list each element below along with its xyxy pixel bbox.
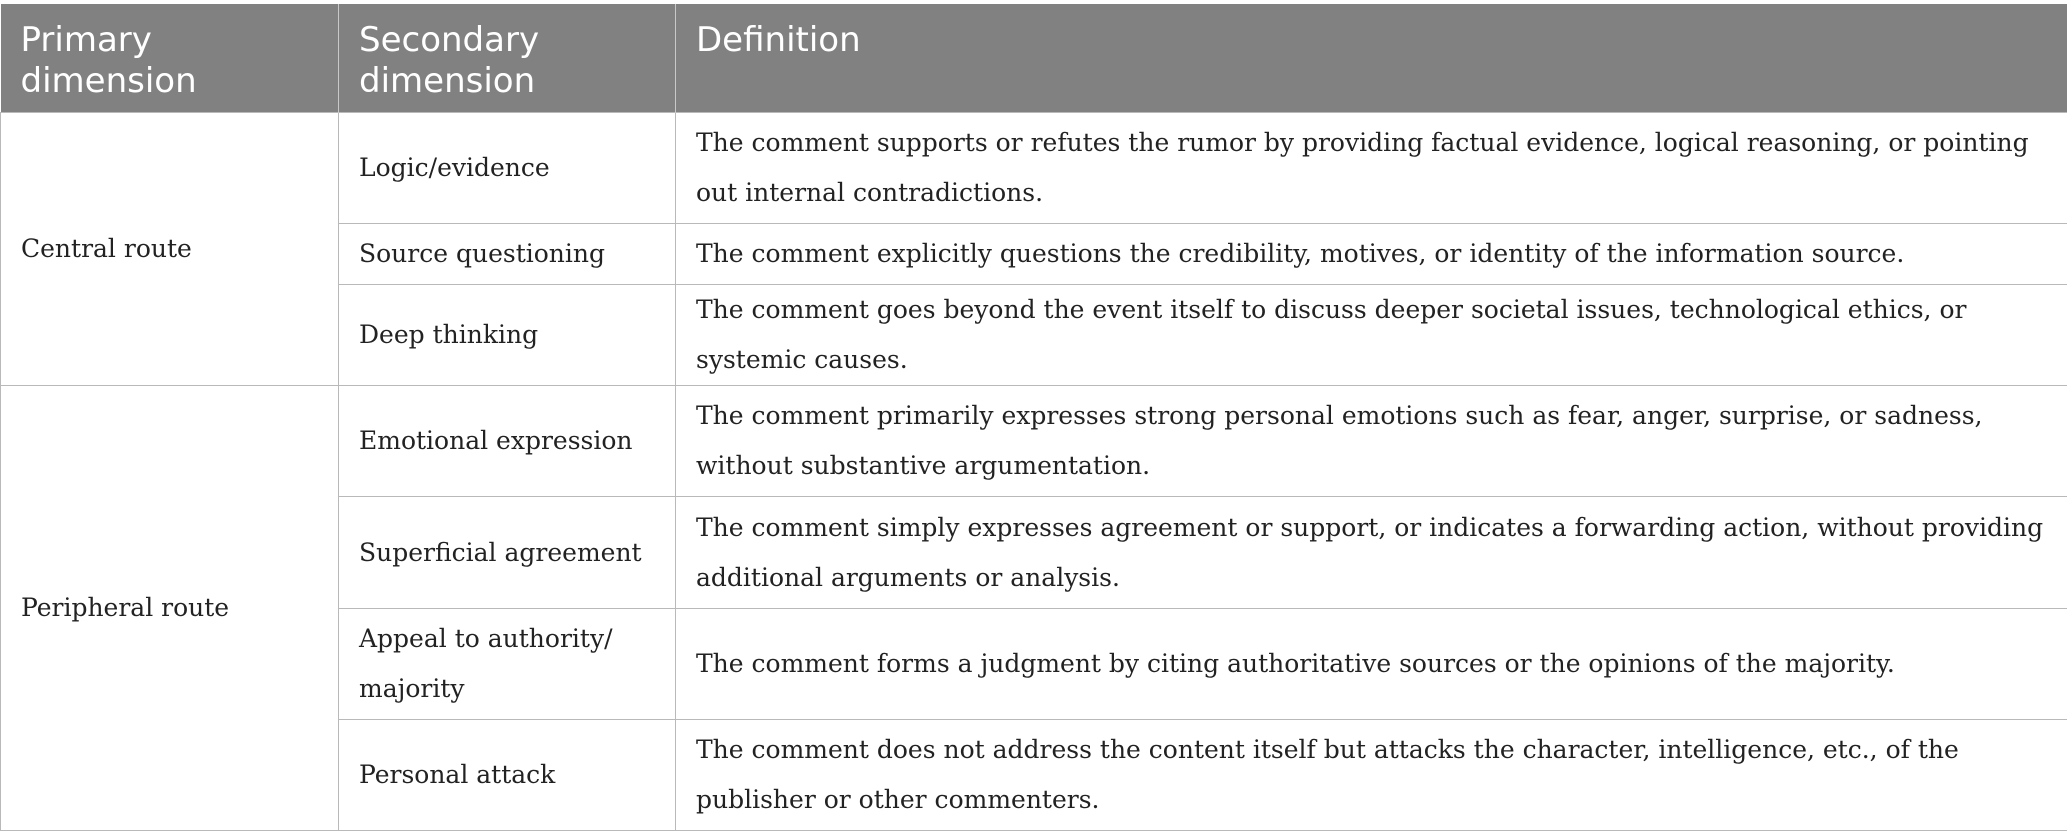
definition-cell: The comment supports or refutes the rumo… (676, 113, 2067, 224)
definition-cell: The comment forms a judgment by citing a… (676, 609, 2067, 720)
definition-cell: The comment explicitly questions the cre… (676, 224, 2067, 285)
definition-cell: The comment does not address the content… (676, 720, 2067, 831)
header-secondary-line2: dimension (359, 61, 535, 101)
header-definition: Definition (676, 4, 2067, 113)
definition-cell: The comment simply expresses agreement o… (676, 497, 2067, 609)
primary-dimension-cell: Central route (1, 113, 339, 386)
header-secondary-line1: Secondary (359, 20, 539, 60)
secondary-dimension-cell: Emotional expression (339, 386, 676, 497)
primary-dimension-cell: Peripheral route (1, 386, 339, 831)
secondary-dimension-cell: Personal attack (339, 720, 676, 831)
secondary-dimension-cell: Deep thinking (339, 285, 676, 386)
secondary-dimension-cell: Logic/evidence (339, 113, 676, 224)
secondary-dimension-cell: Superficial agreement (339, 497, 676, 609)
header-primary-line2: dimension (21, 61, 197, 101)
definition-cell: The comment goes beyond the event itself… (676, 285, 2067, 386)
header-primary-line1: Primary (21, 20, 152, 60)
definition-cell: The comment primarily expresses strong p… (676, 386, 2067, 497)
table-row: Peripheral route Emotional expression Th… (1, 386, 2067, 497)
secondary-dimension-cell: Source questioning (339, 224, 676, 285)
table-row: Central route Logic/evidence The comment… (1, 113, 2067, 224)
secondary-dimension-cell: Appeal to authority/ majority (339, 609, 676, 720)
